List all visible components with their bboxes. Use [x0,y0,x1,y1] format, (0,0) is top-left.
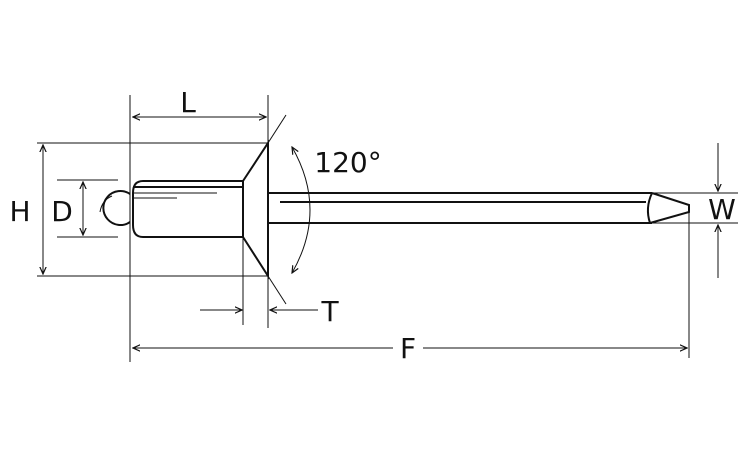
label-L: L [180,86,196,119]
label-W: W [708,193,736,226]
label-H: H [9,195,30,228]
mandrel [99,190,690,226]
label-F: F [400,332,416,365]
extension-lines [37,95,738,362]
rivet-body [132,139,269,280]
label-angle: 120° [314,146,381,179]
dimension-lines [43,117,718,348]
dim-angle-arc [292,147,311,273]
label-T: T [320,295,339,328]
label-D: D [51,195,73,228]
